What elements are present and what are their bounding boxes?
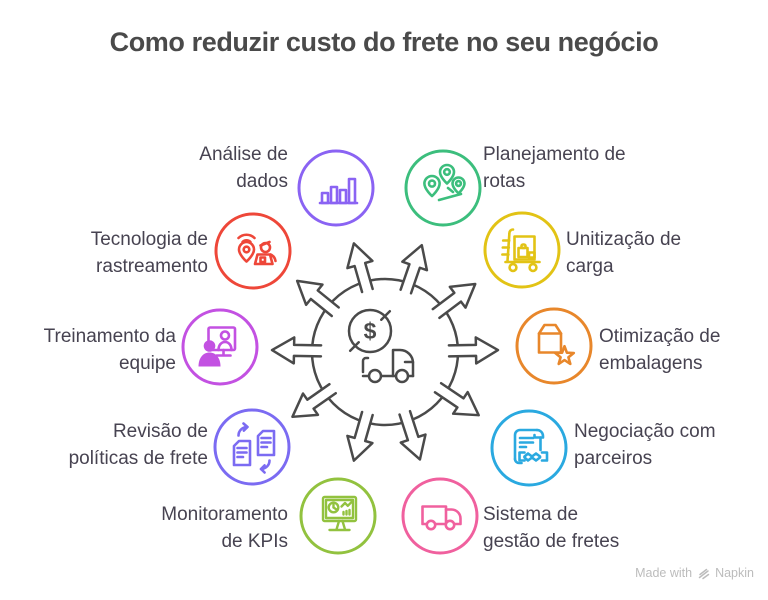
label-revisao-de-politicas: Revisão de políticas de frete: [68, 421, 208, 469]
label-tecnologia-de-rastreamento: Tecnologia de rastreamento: [90, 229, 208, 277]
freight-cost-hub: $: [270, 242, 500, 462]
label-negociacao-com-parceiros: Negociação com parceiros: [574, 421, 716, 469]
documents-refresh-icon: [213, 408, 291, 486]
dollar-coin-icon: [347, 308, 393, 354]
label-analise-de-dados: Análise de dados: [199, 144, 288, 192]
watermark-brand: Napkin: [715, 566, 754, 580]
team-training-icon: [181, 308, 259, 386]
dollar-symbol: $: [364, 318, 377, 344]
watermark-text: Made with: [635, 566, 693, 580]
bar-chart-icon: [297, 149, 375, 227]
watermark: Made with Napkin: [635, 566, 754, 580]
route-pins-icon: [404, 149, 482, 227]
kpi-dashboard-icon: [299, 477, 377, 555]
label-unitizacao-de-carga: Unitização de carga: [566, 229, 682, 277]
napkin-logo-icon: [698, 568, 710, 579]
contract-handshake-icon: [490, 409, 568, 487]
hub-arrows: [270, 242, 500, 462]
hub-circle: [310, 277, 460, 427]
hub-truck-icon: [361, 348, 415, 384]
label-otimizacao-de-embalagens: Otimização de embalagens: [599, 326, 721, 374]
cargo-cart-icon: [483, 211, 561, 289]
page-title: Como reduzir custo do frete no seu negóc…: [109, 27, 659, 57]
delivery-truck-icon: [401, 477, 479, 555]
gps-tracking-icon: [214, 212, 292, 290]
label-treinamento-da-equipe: Treinamento da equipe: [43, 326, 176, 374]
label-monitoramento-de-kpis: Monitoramento de KPIs: [161, 504, 288, 552]
label-sistema-de-gestao-de-fretes: Sistema de gestão de fretes: [483, 504, 620, 552]
package-star-icon: [515, 307, 593, 385]
label-planejamento-de-rotas: Planejamento de rotas: [483, 144, 626, 192]
